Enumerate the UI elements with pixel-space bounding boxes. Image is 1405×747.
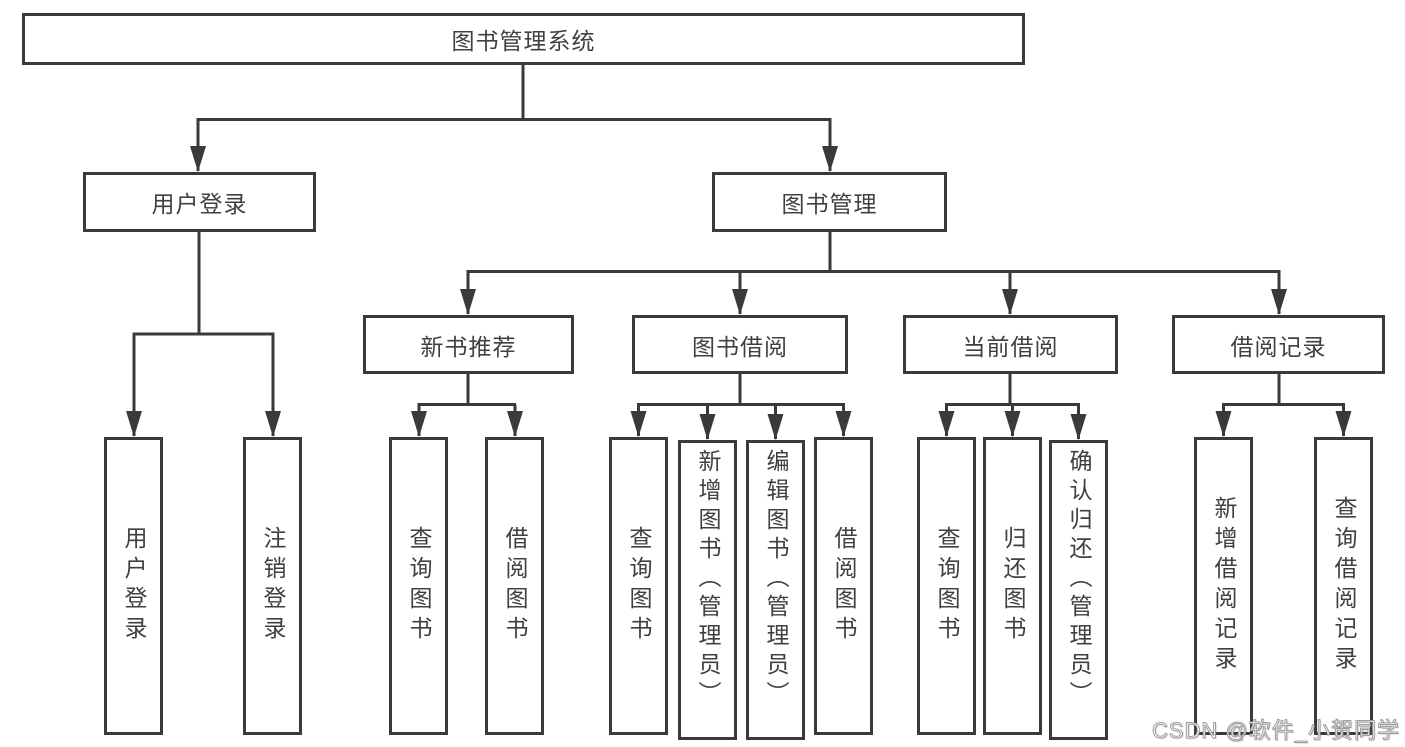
node-label: 编辑图书（管理员） <box>763 449 789 710</box>
node-label: 借阅图书 <box>831 526 857 646</box>
leaf-return-books: 归还图书 <box>983 437 1042 735</box>
node-label: 确认归还（管理员） <box>1066 449 1092 710</box>
node-label: 新增借阅记录 <box>1211 496 1237 676</box>
node-borrowing-records: 借阅记录 <box>1172 315 1385 374</box>
node-book-borrowing: 图书借阅 <box>632 315 848 374</box>
node-label: 查询借阅记录 <box>1331 496 1357 676</box>
node-label: 查询图书 <box>406 526 432 646</box>
node-label: 新书推荐 <box>420 333 517 360</box>
node-label: 归还图书 <box>1000 526 1026 646</box>
node-label: 用户登录 <box>121 526 147 646</box>
leaf-query-books-borrow: 查询图书 <box>609 437 668 735</box>
leaf-confirm-return-admin: 确认归还（管理员） <box>1049 440 1108 740</box>
node-label: 当前借阅 <box>962 333 1059 360</box>
leaf-query-books-current: 查询图书 <box>917 437 976 735</box>
node-label: 图书管理系统 <box>451 28 596 54</box>
leaf-add-books-admin: 新增图书（管理员） <box>678 440 737 740</box>
leaf-borrow-books: 借阅图书 <box>814 437 873 735</box>
node-label: 注销登录 <box>260 526 286 646</box>
leaf-add-borrow-record: 新增借阅记录 <box>1194 437 1253 735</box>
node-label: 图书借阅 <box>692 333 788 360</box>
node-label: 查询图书 <box>626 526 652 646</box>
leaf-query-books-recommend: 查询图书 <box>389 437 448 735</box>
leaf-logout: 注销登录 <box>243 437 302 735</box>
node-label: 新增图书（管理员） <box>695 449 721 710</box>
node-label: 用户登录 <box>151 191 248 217</box>
leaf-borrow-books-recommend: 借阅图书 <box>485 437 544 735</box>
node-book-management: 图书管理 <box>712 172 947 232</box>
csdn-watermark: CSDN @软件_小贺同学 <box>1151 718 1400 744</box>
node-label: 借阅记录 <box>1230 333 1327 360</box>
node-current-borrowing: 当前借阅 <box>903 315 1118 374</box>
node-label: 图书管理 <box>781 191 878 217</box>
leaf-edit-books-admin: 编辑图书（管理员） <box>746 440 805 740</box>
node-label: 查询图书 <box>934 526 960 646</box>
node-new-book-recommendation: 新书推荐 <box>363 315 574 374</box>
leaf-query-borrow-record: 查询借阅记录 <box>1314 437 1373 735</box>
leaf-user-login: 用户登录 <box>104 437 163 735</box>
node-label: 借阅图书 <box>502 526 528 646</box>
node-library-management-system: 图书管理系统 <box>22 13 1025 65</box>
node-user-login: 用户登录 <box>83 172 316 232</box>
